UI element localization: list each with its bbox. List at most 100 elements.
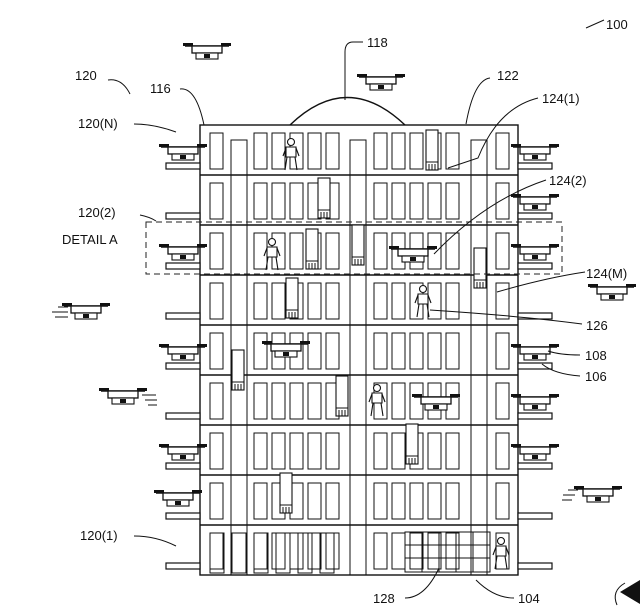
window — [445, 182, 460, 220]
window — [307, 382, 322, 420]
window — [253, 432, 268, 470]
window — [209, 232, 224, 270]
reference-labels: 100 118 120 116 122 124(1) 120(N) 124(2)… — [62, 17, 628, 606]
delivery-locker-icon — [279, 472, 293, 514]
label-108: 108 — [585, 348, 607, 363]
window — [409, 182, 424, 220]
window — [209, 332, 224, 370]
window — [253, 232, 268, 270]
window — [445, 532, 460, 570]
window — [325, 282, 340, 320]
label-128: 128 — [373, 591, 395, 606]
building-floors — [200, 132, 518, 574]
window — [495, 382, 510, 420]
window — [325, 482, 340, 520]
window — [271, 382, 286, 420]
window — [209, 382, 224, 420]
window — [253, 382, 268, 420]
window — [445, 132, 460, 170]
window — [307, 432, 322, 470]
elevator-shafts — [230, 139, 488, 576]
motion-lines — [52, 306, 578, 501]
landing-platform — [165, 312, 201, 320]
window — [373, 132, 388, 170]
label-118: 118 — [367, 35, 388, 50]
window — [209, 532, 224, 570]
window — [391, 182, 406, 220]
window — [271, 182, 286, 220]
window — [373, 432, 388, 470]
window — [271, 432, 286, 470]
leader-lines — [107, 19, 626, 606]
window — [325, 232, 340, 270]
window — [289, 432, 304, 470]
dome-icon — [289, 96, 406, 126]
window — [253, 532, 268, 570]
window — [209, 432, 224, 470]
label-124-m: 124(M) — [586, 266, 627, 281]
window — [409, 132, 424, 170]
delivery-locker-icon — [351, 224, 365, 266]
label-120-2: 120(2) — [78, 205, 116, 220]
window — [373, 332, 388, 370]
window — [373, 182, 388, 220]
window — [495, 432, 510, 470]
building-outline — [199, 124, 519, 576]
label-122: 122 — [497, 68, 519, 83]
label-104: 104 — [518, 591, 540, 606]
delivery-locker-icon — [231, 349, 245, 391]
window — [307, 332, 322, 370]
ground-door — [275, 532, 291, 574]
window — [495, 332, 510, 370]
drone-icon — [388, 245, 438, 263]
label-124-2: 124(2) — [549, 173, 587, 188]
label-126: 126 — [586, 318, 608, 333]
window — [289, 182, 304, 220]
window — [209, 482, 224, 520]
window — [373, 532, 388, 570]
landing-platform — [165, 162, 201, 170]
ground-door — [253, 532, 269, 574]
window — [391, 382, 406, 420]
ground-door — [319, 532, 335, 574]
window — [409, 332, 424, 370]
drone-icon — [356, 73, 406, 91]
window — [325, 332, 340, 370]
window — [209, 132, 224, 170]
delivery-locker-icon — [473, 247, 487, 289]
person-icon — [492, 536, 510, 570]
window — [391, 332, 406, 370]
window — [325, 532, 340, 570]
left-landing-platforms — [165, 162, 201, 570]
window — [289, 232, 304, 270]
right-landing-platforms — [517, 162, 553, 570]
window — [445, 432, 460, 470]
landing-platform — [517, 212, 553, 220]
window — [373, 482, 388, 520]
label-120-1: 120(1) — [80, 528, 118, 543]
window — [307, 282, 322, 320]
window — [307, 482, 322, 520]
landing-platform — [165, 412, 201, 420]
window — [373, 282, 388, 320]
window — [445, 232, 460, 270]
window — [495, 182, 510, 220]
corner-fragment — [620, 580, 640, 604]
window — [427, 482, 442, 520]
window — [209, 182, 224, 220]
window — [427, 532, 442, 570]
window — [271, 532, 286, 570]
landing-platform — [517, 362, 553, 370]
label-106: 106 — [585, 369, 607, 384]
window — [325, 432, 340, 470]
window — [253, 132, 268, 170]
landing-platform — [165, 262, 201, 270]
landing-platform — [165, 462, 201, 470]
window — [271, 132, 286, 170]
label-detail-a: DETAIL A — [62, 232, 118, 247]
drone-icon — [98, 387, 148, 405]
label-120: 120 — [75, 68, 97, 83]
window — [373, 232, 388, 270]
window — [495, 232, 510, 270]
